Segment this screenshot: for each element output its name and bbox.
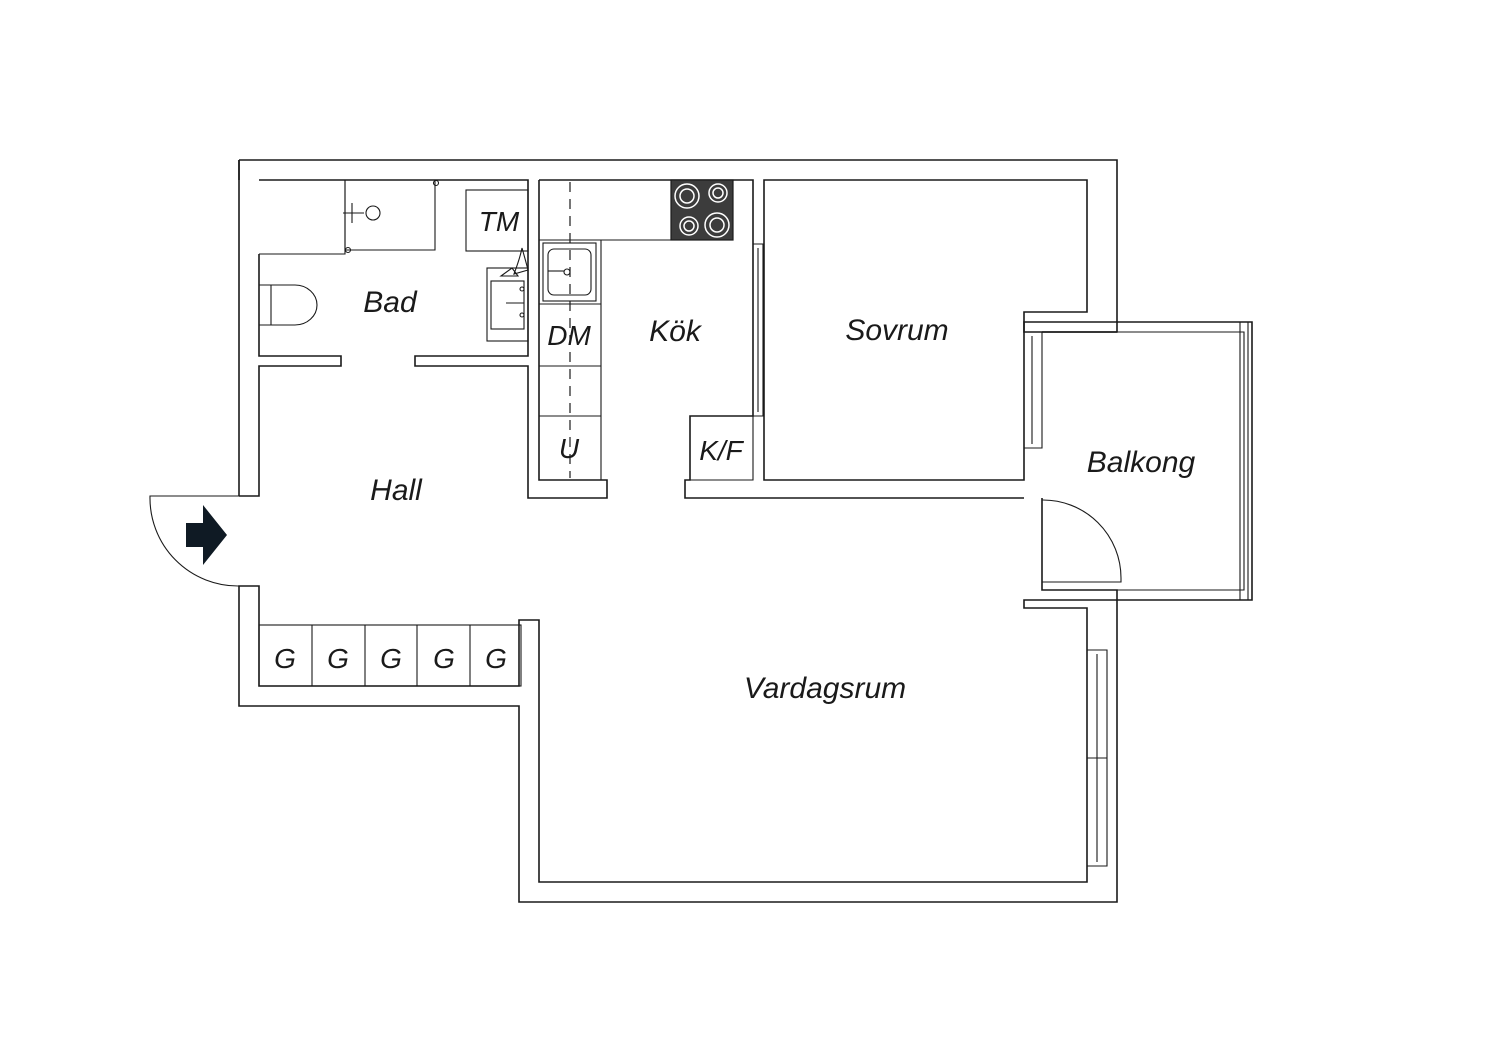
- appliance-u: U: [559, 433, 580, 464]
- room-label-bad: Bad: [363, 286, 418, 319]
- appliance-kf: K/F: [699, 435, 744, 466]
- wardrobes: G G G G G: [258, 624, 522, 687]
- wardrobe-label: G: [380, 643, 402, 674]
- wardrobe-label: G: [485, 643, 507, 674]
- appliance-dm: DM: [547, 320, 591, 351]
- appliance-tm: TM: [479, 206, 520, 237]
- room-label-vardagsrum: Vardagsrum: [744, 672, 906, 705]
- wardrobe-label: G: [327, 643, 349, 674]
- room-label-sovrum: Sovrum: [845, 314, 948, 347]
- wardrobe-label: G: [433, 643, 455, 674]
- bathroom: TM Bad: [259, 179, 608, 499]
- washbasin-icon: [486, 247, 529, 342]
- toilet-icon: [259, 284, 318, 326]
- hall: Hall: [149, 474, 423, 587]
- bedroom: Sovrum: [763, 179, 1088, 481]
- tm-box: [465, 189, 529, 252]
- room-label-kok: Kök: [649, 315, 703, 348]
- room-label-hall: Hall: [370, 474, 423, 507]
- balcony: Balkong: [1041, 321, 1253, 601]
- shower-icon: [343, 179, 440, 254]
- sink-icon: [542, 242, 597, 302]
- wardrobe-label: G: [274, 643, 296, 674]
- living-room: Vardagsrum: [744, 649, 1108, 867]
- outer-walls: [238, 159, 1118, 903]
- kitchen: DM U K/F Kök: [539, 179, 1024, 499]
- room-label-balkong: Balkong: [1087, 446, 1196, 479]
- stove-icon: [670, 179, 734, 241]
- entrance-arrow-icon: [186, 505, 227, 565]
